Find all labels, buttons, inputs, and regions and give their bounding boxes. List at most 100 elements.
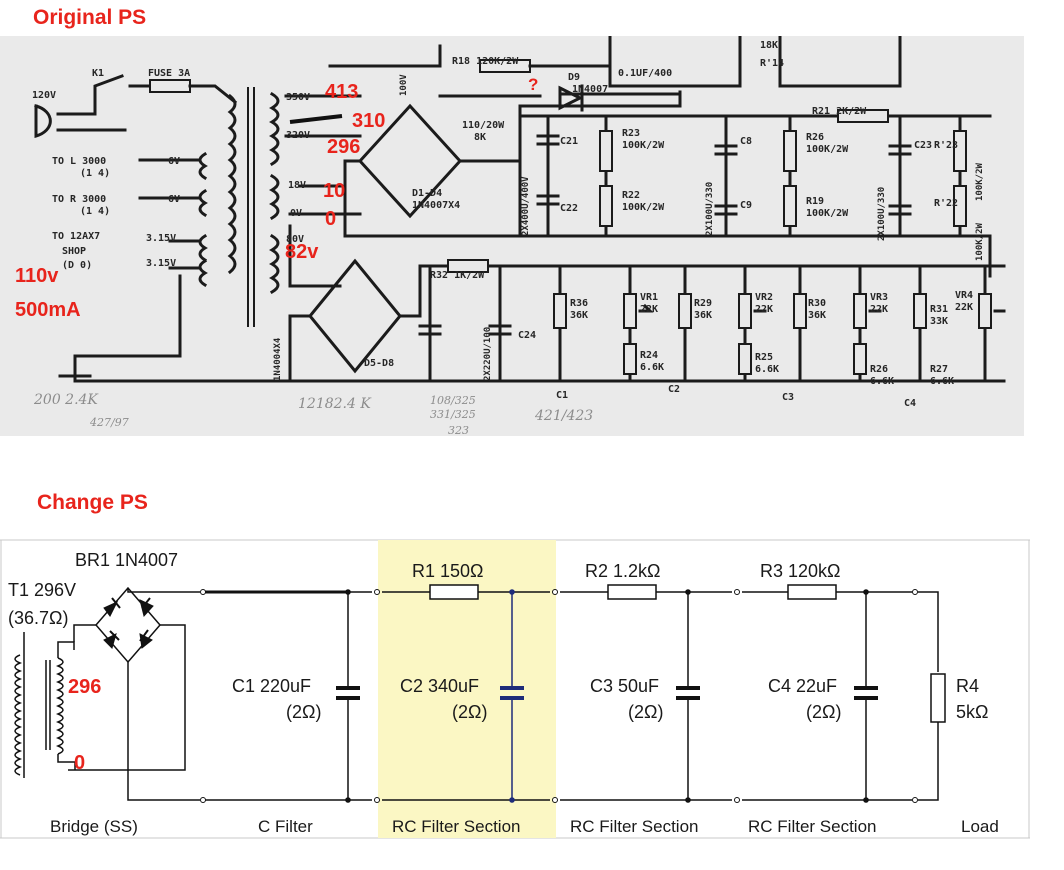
note-12182-4k: 12182.4 K bbox=[298, 396, 372, 412]
c2-esr-label: (2Ω) bbox=[452, 702, 487, 722]
label-r30-value: 36K bbox=[808, 310, 826, 321]
label-18v: 18V bbox=[288, 180, 306, 191]
section-rc-filter-1: RC Filter Section bbox=[392, 817, 520, 836]
section-rc-filter-3: RC Filter Section bbox=[748, 817, 876, 836]
label-c01: 0.1UF/400 bbox=[618, 68, 672, 79]
annotation-82v: 82v bbox=[285, 241, 319, 263]
label-r22-prime: R'22 bbox=[934, 198, 958, 209]
c4-label: C4 22uF bbox=[768, 676, 837, 696]
br1-label: BR1 1N4007 bbox=[75, 550, 178, 570]
c1-label: C1 220uF bbox=[232, 676, 311, 696]
label-1n4004x4: 1N4004X4 bbox=[273, 337, 283, 381]
label-r36-value: 36K bbox=[570, 310, 588, 321]
label-r19-value: 100K/2W bbox=[806, 208, 849, 219]
label-c21: C21 bbox=[560, 136, 578, 147]
r4-resistor[interactable] bbox=[930, 673, 946, 723]
label-r18: R18 120K/2W bbox=[452, 56, 519, 67]
label-vr1-value: 22K bbox=[640, 304, 658, 315]
c1-esr-label: (2Ω) bbox=[286, 702, 321, 722]
label-r26: R26 bbox=[806, 132, 824, 143]
label-vr4-value: 22K bbox=[955, 302, 973, 313]
label-r27-value: 6.6K bbox=[930, 376, 954, 387]
annotation-question: ? bbox=[528, 75, 538, 94]
note-421-423: 421/423 bbox=[534, 408, 593, 424]
label-c22: C22 bbox=[560, 203, 578, 214]
label-d5d8: D5-D8 bbox=[364, 358, 394, 369]
label-vr2-value: 22K bbox=[755, 304, 773, 315]
note-331-325: 331/325 bbox=[430, 408, 476, 421]
label-2x100u-a: 2X100U/330 bbox=[705, 182, 715, 236]
annotation-296: 296 bbox=[327, 136, 360, 158]
label-vr4: VR4 bbox=[955, 290, 973, 301]
label-100v: 100V bbox=[399, 74, 409, 96]
label-r26-lower: R26 bbox=[870, 364, 888, 375]
label-6v-a: 6V bbox=[168, 156, 180, 167]
r2-resistor[interactable] bbox=[607, 584, 657, 600]
label-to-r2: (1 4) bbox=[80, 206, 110, 217]
label-to-r: TO R 3000 bbox=[52, 194, 106, 205]
label-r14: R'14 bbox=[760, 58, 784, 69]
section-rc-filter-2: RC Filter Section bbox=[570, 817, 698, 836]
label-vr1: VR1 bbox=[640, 292, 658, 303]
label-r22-value: 100K/2W bbox=[622, 202, 665, 213]
label-vr3: VR3 bbox=[870, 292, 888, 303]
label-r25: R25 bbox=[755, 352, 773, 363]
label-r21: R21 2K/2W bbox=[812, 106, 867, 117]
label-c8: C8 bbox=[740, 136, 752, 147]
label-r31-value: 33K bbox=[930, 316, 948, 327]
label-d1d4-type: 1N4007X4 bbox=[412, 200, 460, 211]
label-r23: R23 bbox=[622, 128, 640, 139]
change-schematic: BR1 1N4007 T1 296V (36.7Ω) R1 150Ω R2 1.… bbox=[0, 539, 1030, 839]
label-r26-value: 100K/2W bbox=[806, 144, 849, 155]
label-c3: C3 bbox=[782, 392, 794, 403]
r1-label: R1 150Ω bbox=[412, 561, 484, 581]
label-315v-a: 3.15V bbox=[146, 233, 176, 244]
label-vr2: VR2 bbox=[755, 292, 773, 303]
annotation-10: 10 bbox=[323, 180, 345, 202]
label-2x220u: 2X220U/100 bbox=[483, 327, 493, 381]
label-r11: 110/20W bbox=[462, 120, 505, 131]
label-to-12ax7: TO 12AX7 bbox=[52, 231, 100, 242]
label-c1: C1 bbox=[556, 390, 568, 401]
label-r24-value: 6.6K bbox=[640, 362, 664, 373]
r3-resistor[interactable] bbox=[787, 584, 837, 600]
label-d9: D9 bbox=[568, 72, 580, 83]
annotation-0-secondary: 0 bbox=[74, 752, 85, 774]
r4-value-label: 5kΩ bbox=[956, 702, 988, 722]
label-r36: R36 bbox=[570, 298, 588, 309]
t1-label: T1 296V bbox=[8, 580, 76, 600]
label-350v: 350V bbox=[286, 92, 310, 103]
label-d9-type: 1N4007 bbox=[572, 84, 608, 95]
label-r24: R24 bbox=[640, 350, 658, 361]
annotation-413: 413 bbox=[325, 81, 358, 103]
label-r32: R32 1K/2W bbox=[430, 270, 485, 281]
junction-dots bbox=[345, 589, 869, 803]
original-ps-heading: Original PS bbox=[33, 6, 147, 29]
note-108-325: 108/325 bbox=[430, 394, 476, 407]
label-c23: C23 bbox=[914, 140, 932, 151]
label-r23-value: 100K/2W bbox=[622, 140, 665, 151]
section-bridge: Bridge (SS) bbox=[50, 817, 138, 836]
label-k1: K1 bbox=[92, 68, 104, 79]
label-c9: C9 bbox=[740, 200, 752, 211]
label-r29: R29 bbox=[694, 298, 712, 309]
c3-esr-label: (2Ω) bbox=[628, 702, 663, 722]
label-r31: R31 bbox=[930, 304, 948, 315]
label-320v: 320V bbox=[286, 130, 310, 141]
c2-label: C2 340uF bbox=[400, 676, 479, 696]
r2-label: R2 1.2kΩ bbox=[585, 561, 661, 581]
label-315v-b: 3.15V bbox=[146, 258, 176, 269]
annotation-0: 0 bbox=[325, 208, 336, 230]
original-schematic-photo: 120V K1 FUSE 3A TO L 3000 (1 4) TO R 300… bbox=[0, 36, 1024, 436]
label-d0: (D 0) bbox=[62, 260, 92, 271]
r1-resistor[interactable] bbox=[429, 584, 479, 600]
label-r26-lower-value: 6.6K bbox=[870, 376, 894, 387]
label-100k-2w-a: 100K/2W bbox=[975, 162, 985, 201]
label-120v: 120V bbox=[32, 90, 56, 101]
t1-resistance-label: (36.7Ω) bbox=[8, 608, 68, 628]
label-c4: C4 bbox=[904, 398, 916, 409]
label-r27: R27 bbox=[930, 364, 948, 375]
label-d1d4: D1-D4 bbox=[412, 188, 442, 199]
label-r22: R22 bbox=[622, 190, 640, 201]
label-shop: SHOP bbox=[62, 246, 86, 257]
